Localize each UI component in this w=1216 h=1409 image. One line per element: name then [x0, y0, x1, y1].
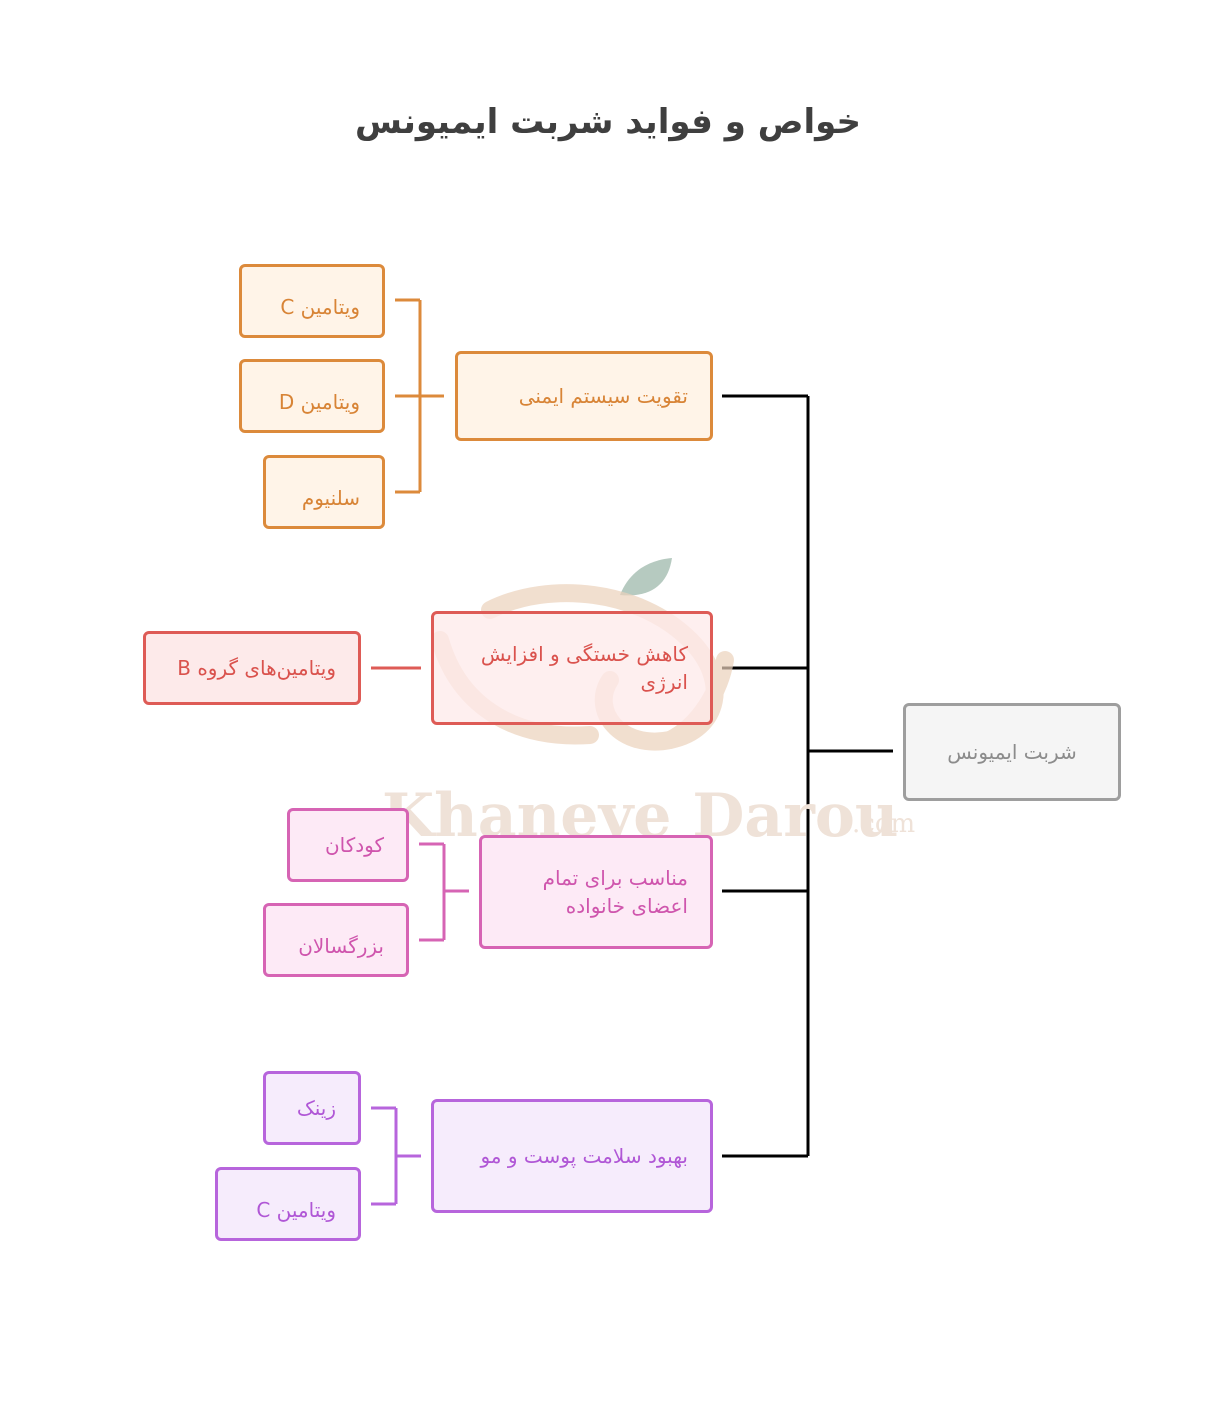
diagram-title: خواص و فواید شربت ایمیونس	[355, 102, 861, 142]
leaf-node-vitamin-d: ویتامین D	[239, 359, 385, 433]
leaf-node-vitamin-c: ویتامین C	[239, 264, 385, 338]
leaf-node-adults: بزرگسالان	[263, 903, 409, 977]
root-node: شربت ایمیونس	[903, 703, 1121, 801]
branch-1-connectors	[395, 298, 444, 494]
leaf-node-vitamin-b: ویتامین‌های گروه B	[143, 631, 361, 705]
branch-4-connectors	[371, 1106, 421, 1206]
branch-node-immunity: تقویت سیستم ایمنی	[455, 351, 713, 441]
root-label: شربت ایمیونس	[947, 740, 1077, 764]
branch-label: بهبود سلامت پوست و مو	[480, 1144, 688, 1168]
branch-3-connectors	[419, 842, 469, 942]
leaf-label: ویتامین D	[278, 390, 360, 414]
leaf-label: زینک	[296, 1096, 336, 1120]
leaf-label: ویتامین‌های گروه B	[177, 656, 336, 680]
trunk-connectors	[722, 394, 893, 1158]
leaf-node-children: کودکان	[287, 808, 409, 882]
leaf-label: ویتامین C	[280, 295, 360, 319]
branch-node-skin-hair: بهبود سلامت پوست و مو	[431, 1099, 713, 1213]
leaf-label: بزرگسالان	[298, 934, 384, 958]
leaf-label: ویتامین C	[256, 1198, 336, 1222]
leaf-node-vitamin-c-2: ویتامین C	[215, 1167, 361, 1241]
branch-label: مناسب برای تمام اعضای خانواده	[542, 866, 688, 918]
branch-label: کاهش خستگی و افزایش انرژی	[480, 642, 688, 694]
leaf-node-selenium: سلنیوم	[263, 455, 385, 529]
leaf-node-zinc: زینک	[263, 1071, 361, 1145]
leaf-label: کودکان	[324, 833, 384, 857]
branch-label: تقویت سیستم ایمنی	[518, 384, 688, 408]
leaf-label: سلنیوم	[301, 486, 360, 510]
branch-node-family: مناسب برای تمام اعضای خانواده	[479, 835, 713, 949]
branch-node-energy: کاهش خستگی و افزایش انرژی	[431, 611, 713, 725]
